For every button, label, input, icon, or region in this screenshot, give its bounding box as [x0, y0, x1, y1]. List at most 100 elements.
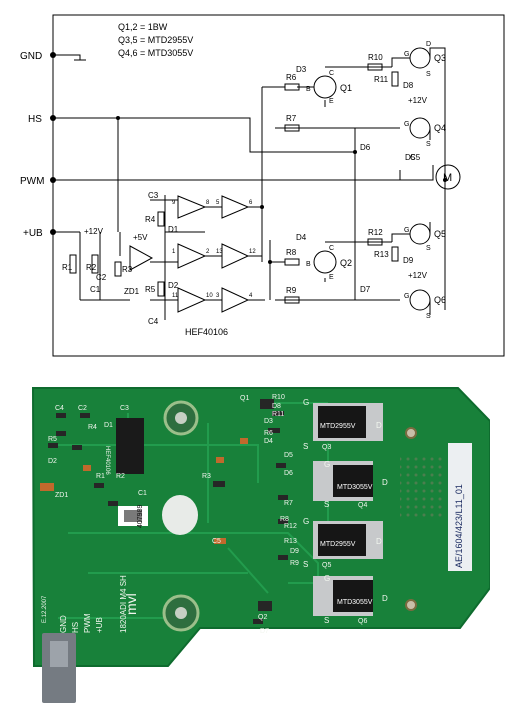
- pin-ub-label: +UB: [23, 228, 43, 239]
- q4-gate-pin: G: [404, 121, 409, 128]
- pcb-ref-r7: R7: [284, 500, 293, 507]
- pcb-ref-r8: R8: [280, 516, 289, 523]
- gate-pin-10: 10: [206, 293, 213, 299]
- gate-pin-11: 11: [172, 293, 179, 299]
- pcb-pad-g-q4: G: [324, 460, 330, 469]
- pcb-pad-g-q5: G: [303, 517, 309, 526]
- gate-pin-1: 1: [172, 249, 176, 255]
- pcb-ref-d9: D9: [290, 548, 299, 555]
- pcb-ref-r12: R12: [284, 523, 297, 530]
- label-r2: R2: [86, 263, 97, 272]
- pcb-ref-r9: R9: [290, 560, 299, 567]
- gate-pin-2: 2: [206, 249, 210, 255]
- pcb-photo: HEF40106 407989 AE/1604/423/L11_01 MTD29…: [31, 387, 490, 703]
- q5-gate-pin: G: [404, 227, 409, 234]
- pcb-q5-marking: MTD2955V: [320, 541, 356, 548]
- label-d8: D8: [403, 81, 414, 90]
- rail-plus12-label: +12V: [84, 227, 104, 236]
- pin-gnd-label: GND: [20, 51, 42, 62]
- pcb-ref-r10: R10: [272, 394, 285, 401]
- gate-pin-6: 6: [249, 200, 253, 206]
- label-zd1: ZD1: [124, 287, 140, 296]
- q1-emitter-pin: E: [329, 98, 334, 105]
- pcb-ref-d6: D6: [284, 470, 293, 477]
- pcb-ref-d5: D5: [284, 452, 293, 459]
- pcb-ref-r1: R1: [96, 473, 105, 480]
- label-d4: D4: [296, 233, 307, 242]
- pcb-q4-ref: Q4: [358, 502, 367, 509]
- pcb-ref-r11: R11: [272, 411, 284, 418]
- label-q1: Q1: [340, 83, 352, 93]
- q2-base-pin: B: [306, 261, 311, 268]
- pcb-ref-d3: D3: [264, 418, 273, 425]
- label-c3: C3: [148, 191, 159, 200]
- gate-pin-9: 9: [172, 200, 176, 206]
- pcb-pad-g-q3: G: [303, 398, 309, 407]
- label-r11: R11: [374, 75, 389, 84]
- via-field: [400, 453, 444, 517]
- gate-pin-13: 13: [216, 249, 223, 255]
- pcb-ref-r6: R6: [264, 430, 273, 437]
- legend-line-1: Q1,2 = 1BW: [118, 22, 168, 32]
- gate-pin-3: 3: [216, 293, 220, 299]
- q2-emitter-pin: E: [329, 274, 334, 281]
- pcb-ref-c4: C4: [55, 405, 64, 412]
- pcb-pad-s-q5: S: [303, 560, 308, 569]
- ic-hef40106: [116, 418, 144, 474]
- label-r13: R13: [374, 250, 389, 259]
- pcb-pad-s-q4: S: [324, 500, 329, 509]
- pcb-q5-ref: Q5: [322, 562, 331, 569]
- center-cutout: [162, 495, 198, 535]
- board-id-sticker: [448, 443, 472, 571]
- q2-collector-pin: C: [329, 245, 334, 252]
- label-q6: Q6: [434, 295, 446, 305]
- pcb-logo: mvl: [123, 593, 139, 615]
- chip-label: HEF40106: [185, 327, 228, 337]
- pcb-board-label: AE/1604/423/L11_01: [454, 484, 464, 568]
- label-d3: D3: [296, 65, 307, 74]
- legend-line-3: Q4,6 = MTD3055V: [118, 48, 193, 58]
- legend-line-2: Q3,5 = MTD2955V: [118, 35, 193, 45]
- fet-q6: [333, 580, 373, 612]
- pcb-ref-r13: R13: [284, 538, 297, 545]
- pcb-pad-s-q3: S: [303, 442, 308, 451]
- label-r9: R9: [286, 286, 297, 295]
- label-r3: R3: [122, 265, 133, 274]
- gate-pin-12: 12: [249, 249, 256, 255]
- pcb-ref-r2: R2: [116, 473, 125, 480]
- pcb-silk-gnd: GND: [59, 615, 68, 633]
- pcb-silk-hs: HS: [71, 622, 80, 633]
- pcb-ref-r3: R3: [202, 473, 211, 480]
- pcb-q3-marking: MTD2955V: [320, 423, 356, 430]
- pcb-ref-r5: R5: [48, 436, 57, 443]
- label-q4: Q4: [434, 123, 446, 133]
- q3-source-pin: S: [426, 71, 431, 78]
- label-r7: R7: [286, 114, 297, 123]
- label-d6: D6: [360, 143, 371, 152]
- pcb-ref-c3: C3: [120, 405, 129, 412]
- gate-pin-8: 8: [206, 200, 210, 206]
- label-d7: D7: [360, 285, 371, 294]
- pcb-pad-g-q6: G: [324, 574, 330, 583]
- pcb-pad-d-q4: D: [382, 478, 388, 487]
- label-c4: C4: [148, 317, 159, 326]
- pcb-ic-label: HEF40106: [104, 446, 110, 475]
- q1-base-pin: B: [306, 86, 311, 93]
- label-r4: R4: [145, 215, 156, 224]
- circuit-schematic: Q1,2 = 1BW Q3,5 = MTD2955V Q4,6 = MTD305…: [20, 14, 505, 357]
- label-c2: C2: [96, 273, 107, 282]
- pcb-ref-c5: C5: [212, 538, 221, 545]
- pcb-ref-d4: D4: [264, 438, 273, 445]
- pcb-pad-d-q5: D: [376, 537, 382, 546]
- fet-q4: [333, 465, 373, 497]
- pcb-ref-c1: C1: [138, 490, 147, 497]
- rail-plus5-label: +5V: [133, 233, 148, 242]
- q1-collector-pin: C: [329, 70, 334, 77]
- pin-pwm-label: PWM: [20, 176, 44, 187]
- q5-rail-label: +12V: [408, 271, 428, 280]
- label-q3: Q3: [434, 53, 446, 63]
- pcb-ref-d8: D8: [272, 403, 281, 410]
- pcb-ref-r4: R4: [88, 424, 97, 431]
- label-d9: D9: [403, 256, 414, 265]
- label-r1: R1: [62, 263, 73, 272]
